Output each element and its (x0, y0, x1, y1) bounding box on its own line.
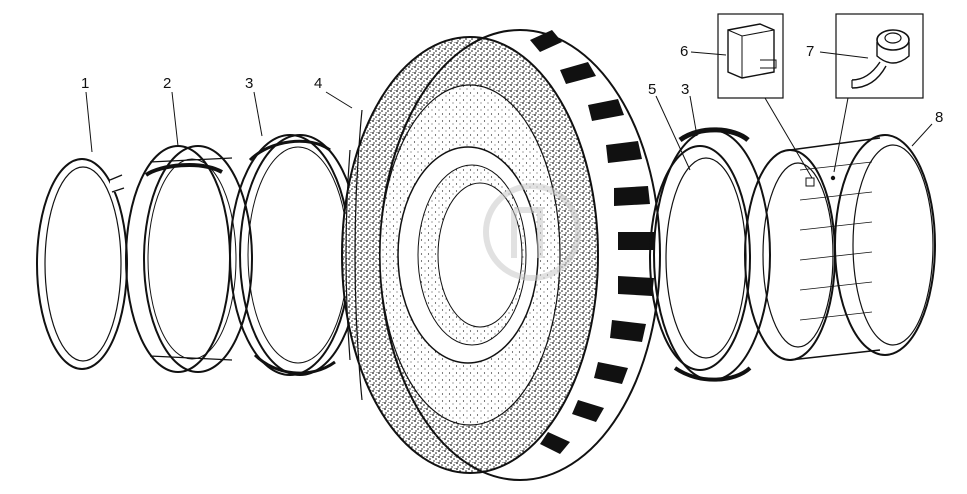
part-1-split-ring (36, 158, 128, 370)
part-4-tyre (341, 29, 661, 481)
callout-6: 6 (680, 43, 688, 60)
callout-2: 2 (163, 75, 171, 92)
detail-7-valve (833, 13, 924, 173)
part-8-rim (744, 134, 936, 361)
callout-1: 1 (81, 75, 89, 92)
callout-5: 5 (648, 81, 656, 98)
callout-7: 7 (806, 43, 814, 60)
watermark-logo (483, 183, 581, 281)
part-3-bead-ring-left (229, 134, 361, 376)
callout-3-left: 3 (245, 75, 253, 92)
callout-8: 8 (935, 109, 943, 126)
callout-3-right: 3 (681, 81, 689, 98)
leader-lines (85, 51, 933, 171)
callout-labels: 1 2 3 4 5 3 6 7 8 (81, 43, 943, 126)
detail-6-key-block (717, 13, 813, 179)
part-3-bead-ring-right (653, 127, 771, 382)
part-2-side-ring (125, 145, 253, 373)
callout-4: 4 (314, 75, 322, 92)
